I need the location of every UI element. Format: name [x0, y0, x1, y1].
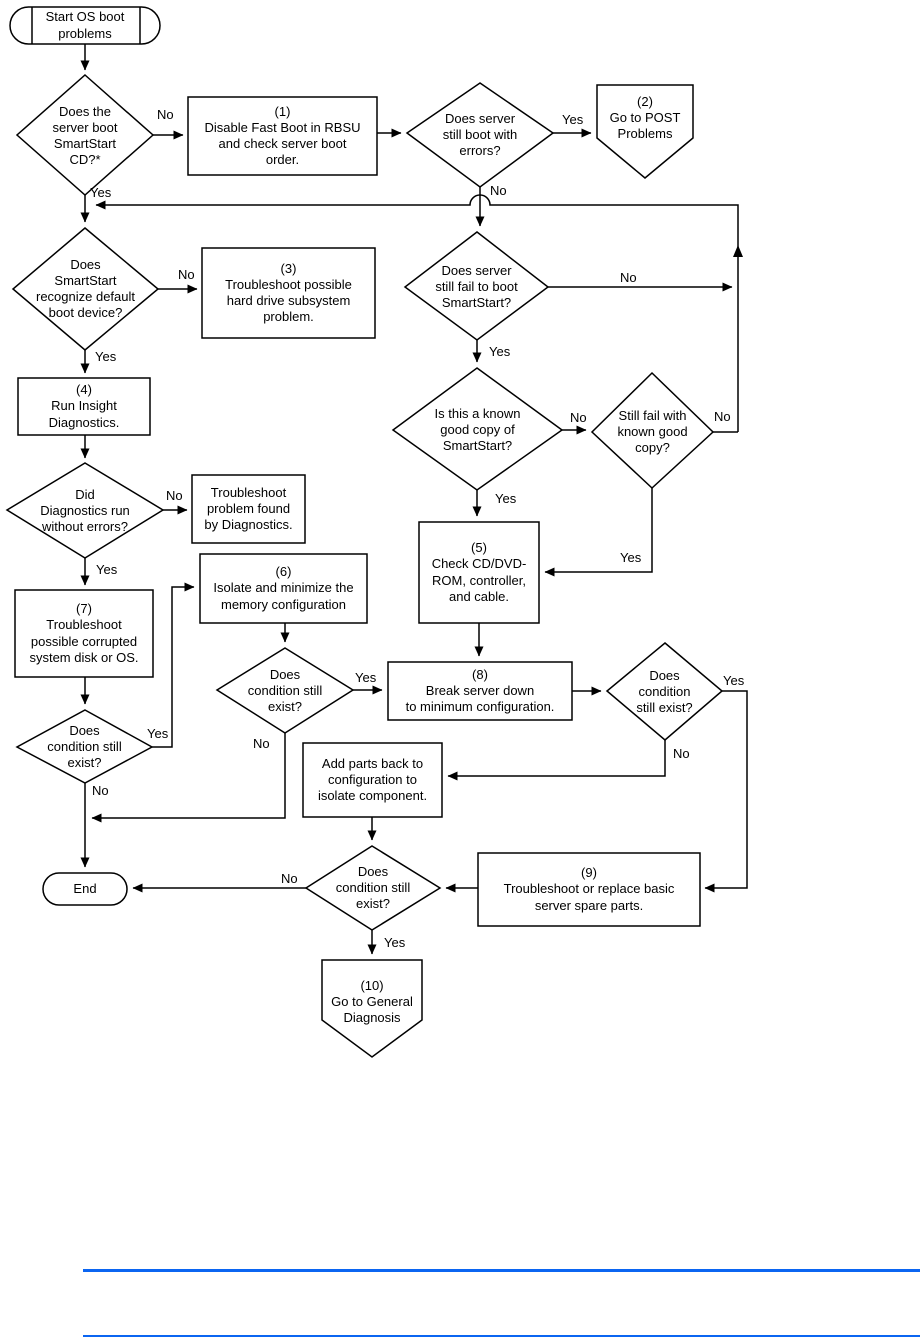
- decision-boot-smartstart-cd: Does the server boot SmartStart CD?*: [52, 103, 118, 168]
- decision-condition-2-shape: [215, 647, 355, 734]
- decision-boot-smartstart-cd-shape: [15, 73, 155, 197]
- decision-recognize-boot-device-shape: [11, 227, 160, 351]
- process-5-check-cdrom: (5) Check CD/DVD- ROM, controller, and c…: [431, 540, 527, 604]
- edge-label-yes-d7: Yes: [723, 673, 745, 688]
- decision-condition-3-shape: [605, 642, 724, 741]
- decision-condition-still-exist-2: Does condition still exist?: [247, 666, 323, 715]
- edge-d6-no-merge: [91, 733, 286, 823]
- edge-label-no-d1: No: [157, 107, 174, 122]
- process-1-disable-fast-boot: (1) Disable Fast Boot in RBSU and check …: [204, 103, 361, 168]
- footer-rule-thin: [83, 1335, 920, 1337]
- process-7-shape: [14, 589, 154, 678]
- edge-d7-no-radd: [447, 740, 666, 781]
- edge-label-yes-d1: Yes: [90, 185, 112, 200]
- process-8-break-server-down: (8) Break server down to minimum configu…: [405, 666, 555, 715]
- start-terminator-shape: [9, 6, 161, 45]
- process-troubleshoot-problem-found: Troubleshoot problem found by Diagnostic…: [204, 484, 293, 533]
- process-4-shape: [17, 377, 151, 436]
- edge-label-no-d11: No: [714, 409, 731, 424]
- process-6-isolate-memory-config: (6) Isolate and minimize the memory conf…: [213, 564, 354, 612]
- process-1-shape: [187, 96, 378, 176]
- edge-loop-return: [95, 194, 739, 432]
- decision-still-boot-with-errors: Does server still boot with errors?: [442, 110, 518, 159]
- decision-condition-still-exist-1: Does condition still exist?: [47, 722, 122, 771]
- decision-diagnostics-errors-shape: [5, 462, 165, 559]
- edge-d7-yes-r9: [704, 690, 748, 893]
- edge-label-yes-d11: Yes: [620, 550, 642, 565]
- node-end-terminator: End: [73, 880, 97, 896]
- edge-label-no-d6: No: [253, 736, 270, 751]
- edge-label-yes-d4: Yes: [96, 562, 118, 577]
- node-shapes: [5, 6, 724, 1058]
- process-7-troubleshoot-corrupted-disk: (7) Troubleshoot possible corrupted syst…: [29, 601, 139, 665]
- decision-known-good-copy: Is this a known good copy of SmartStart?: [434, 405, 521, 454]
- decision-still-fail-smartstart-shape: [403, 231, 550, 341]
- process-5-shape: [418, 521, 540, 624]
- footer-rule-thick: [83, 1269, 920, 1272]
- decision-smartstart-recognize-boot-device: Does SmartStart recognize default boot d…: [35, 256, 135, 321]
- edge-label-yes-d5: Yes: [147, 726, 169, 741]
- edge-label-yes-d2: Yes: [562, 112, 584, 127]
- edge-label-no-d5: No: [92, 783, 109, 798]
- process-9-shape: [477, 852, 701, 927]
- process-4-run-insight-diagnostics: (4) Run Insight Diagnostics.: [48, 382, 120, 430]
- edge-label-yes-d8: Yes: [384, 935, 406, 950]
- process-8-shape: [387, 661, 573, 721]
- edge-label-no-d10: No: [570, 410, 587, 425]
- connectors: [80, 44, 748, 955]
- decision-condition-still-exist-3: Does condition still exist?: [636, 667, 693, 716]
- edge-d5-yes-r6: [152, 582, 195, 748]
- process-9-troubleshoot-spare-parts: (9) Troubleshoot or replace basic server…: [503, 865, 675, 913]
- process-add-parts-shape: [302, 742, 443, 818]
- edge-label-no-d2: No: [490, 183, 507, 198]
- edge-label-yes-d6: Yes: [355, 670, 377, 685]
- process-3-shape: [201, 247, 376, 339]
- decision-still-fail-known-good: Still fail with known good copy?: [617, 407, 688, 456]
- edge-label-yes-d10: Yes: [495, 491, 517, 506]
- process-3-troubleshoot-hard-drive: (3) Troubleshoot possible hard drive sub…: [225, 260, 352, 325]
- node-start-terminator: Start OS boot problems: [45, 9, 125, 41]
- decision-diagnostics-run-without-errors: Did Diagnostics run without errors?: [40, 486, 130, 535]
- loop-up-arrow: [733, 245, 743, 257]
- decision-still-fail-boot-smartstart: Does server still fail to boot SmartStar…: [435, 262, 518, 311]
- edge-d11-yes-r5cd: [544, 488, 653, 577]
- offpage-2-go-to-post-problems: (2) Go to POST Problems: [609, 93, 681, 142]
- process-add-parts-back: Add parts back to configuration to isola…: [317, 755, 428, 804]
- decision-condition-4-shape: [304, 845, 442, 931]
- decision-still-fail-known-good-shape: [590, 371, 715, 490]
- decision-still-boot-errors-shape: [405, 82, 555, 188]
- decision-condition-1-shape: [15, 709, 154, 784]
- offpage-10-shape: [321, 959, 423, 1058]
- edge-label-no-d8: No: [281, 871, 298, 886]
- edge-label-yes-d9: Yes: [489, 344, 511, 359]
- offpage-10-general-diagnosis: (10) Go to General Diagnosis: [331, 977, 413, 1026]
- process-6-shape: [199, 553, 368, 624]
- process-troubleshoot-found-shape: [191, 474, 306, 544]
- decision-known-good-copy-shape: [391, 367, 564, 491]
- offpage-2-shape: [596, 84, 694, 179]
- end-terminator-shape: [42, 872, 128, 906]
- edge-label-no-d7: No: [673, 746, 690, 761]
- edge-label-no-d3: No: [178, 267, 195, 282]
- edge-label-no-d9: No: [620, 270, 637, 285]
- edge-label-yes-d3: Yes: [95, 349, 117, 364]
- decision-condition-still-exist-4: Does condition still exist?: [335, 863, 411, 912]
- edge-label-no-d4: No: [166, 488, 183, 503]
